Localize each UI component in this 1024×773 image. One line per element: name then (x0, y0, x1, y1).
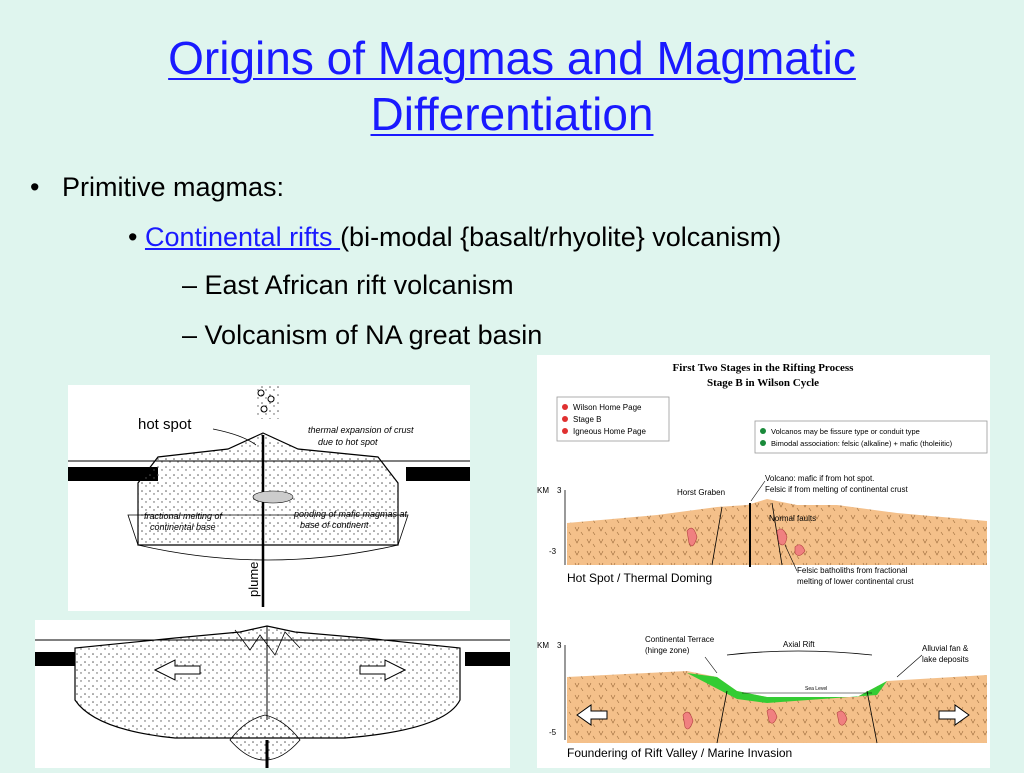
thermal-label-2: due to hot spot (318, 437, 378, 447)
normal-faults-label: Normal faults (769, 514, 816, 523)
tick-m3: -3 (549, 547, 557, 556)
hot-spot-label: hot spot (138, 416, 192, 433)
terrace-label-2: (hinge zone) (645, 646, 690, 655)
rifting-process-diagram: First Two Stages in the Rifting Process … (537, 355, 990, 768)
alluvial-label-2: lake deposits (922, 655, 969, 664)
marine-invasion (687, 673, 887, 703)
eruption-cloud (255, 385, 279, 419)
frac-label-2: continental base (150, 522, 216, 532)
arrow-right-icon-2 (938, 704, 970, 726)
slide-title-text[interactable]: Origins of Magmas and Magmatic Different… (168, 32, 856, 140)
horst-graben-label: Horst Graben (677, 488, 725, 497)
arrow-left-icon (153, 659, 201, 681)
tick-m5: -5 (549, 728, 557, 737)
rift-title-1: First Two Stages in the Rifting Process (673, 362, 855, 374)
hot-spot-diagram: hot spot thermal expansion of crust due … (68, 385, 470, 611)
rift-title-2: Stage B in Wilson Cycle (707, 377, 819, 389)
slide-title[interactable]: Origins of Magmas and Magmatic Different… (40, 30, 984, 142)
felsic-label-1: Felsic batholiths from fractional (797, 566, 907, 575)
frac-label: fractional melting of (144, 511, 224, 521)
plume-label: plume (246, 562, 261, 597)
pond-label-2: base of continent (300, 520, 369, 530)
hot-spot-doming-label: Hot Spot / Thermal Doming (567, 571, 712, 585)
hot-spot-diagram-svg: hot spot thermal expansion of crust due … (68, 385, 470, 607)
bullet-primitive-magmas: • Primitive magmas: (30, 172, 285, 202)
km-label-bottom: KM (537, 641, 549, 650)
foundering-label: Foundering of Rift Valley / Marine Invas… (567, 746, 792, 760)
bullet-east-african: – East African rift volcanism (182, 270, 514, 300)
tick-3-bottom: 3 (557, 641, 562, 650)
legend-wilson[interactable]: Wilson Home Page (573, 403, 642, 412)
volcano-label-1: Volcano: mafic if from hot spot. (765, 474, 874, 483)
sea-level-label: Sea Level (805, 686, 827, 692)
arrow-right-icon (359, 659, 407, 681)
bullet3-text: East African rift volcanism (204, 270, 514, 300)
note-bimodal: Bimodal association: felsic (alkaline) +… (771, 439, 953, 448)
note-volcanos: Volcanos may be fissure type or conduit … (771, 427, 920, 436)
notes-box (754, 420, 988, 454)
rift-spreading-svg (35, 625, 510, 768)
terrace-label-1: Continental Terrace (645, 635, 715, 644)
alluvial-label-1: Alluvial fan & (922, 644, 969, 653)
legend-igneous[interactable]: Igneous Home Page (573, 427, 646, 436)
rifting-process-svg: First Two Stages in the Rifting Process … (537, 362, 988, 760)
domed-crust (137, 432, 399, 546)
ponding-magma (252, 490, 294, 504)
pond-label: ponding of mafic magmas at (293, 509, 408, 519)
km-label-top: KM (537, 486, 549, 495)
bullet-continental-rifts: • Continental rifts (bi-modal {basalt/rh… (128, 222, 782, 252)
bullet1-text: Primitive magmas: (61, 172, 285, 202)
legend-stage-b[interactable]: Stage B (573, 415, 601, 424)
rift-spreading-diagram (35, 620, 510, 768)
bullet4-text: Volcanism of NA great basin (204, 320, 543, 350)
thermal-label: thermal expansion of crust (308, 425, 414, 435)
felsic-label-2: melting of lower continental crust (797, 577, 914, 586)
continental-rifts-link[interactable]: Continental rifts (144, 222, 341, 252)
rift-valley-crust (567, 671, 987, 743)
legend-box (556, 396, 670, 442)
arrow-left-icon-2 (576, 704, 608, 726)
bullet-na-great-basin: – Volcanism of NA great basin (182, 320, 543, 350)
axial-rift-label: Axial Rift (783, 640, 815, 649)
volcano-label-2: Felsic if from melting of continental cr… (765, 485, 908, 494)
bullet2-rest: (bi-modal {basalt/rhyolite} volcanism) (340, 222, 782, 252)
tick-3-top: 3 (557, 486, 562, 495)
